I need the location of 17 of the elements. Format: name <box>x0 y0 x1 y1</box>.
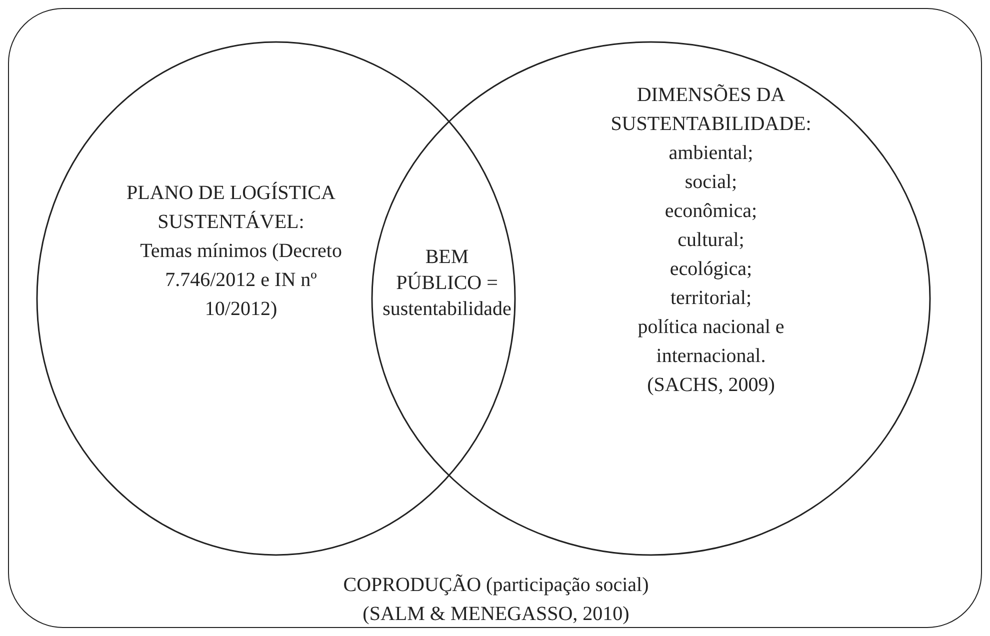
list-item: ambiental; <box>668 141 754 166</box>
rounded-frame <box>8 8 982 628</box>
frame-text: (SALM & MENEGASSO, 2010) <box>362 602 630 627</box>
circle-heading: PLANO DE LOGÍSTICA SUSTENTÁVEL: <box>126 180 336 235</box>
list-item: cultural; <box>676 228 746 253</box>
list-item: econômica; <box>664 199 758 224</box>
frame-text: COPRODUÇÃO (participação social) <box>342 573 650 598</box>
circle-heading: DIMENSÕES DA SUSTENTABILIDADE: <box>610 83 812 137</box>
venn-circle <box>36 41 516 556</box>
overlap-label: BEM PÚBLICO = sustentabilidade <box>382 245 512 322</box>
list-item: social; <box>684 170 738 195</box>
list-item: ecológica; <box>668 257 754 282</box>
list-item: (SACHS, 2009) <box>646 373 776 398</box>
list-item: territorial; <box>669 286 753 311</box>
circle-text: Temas mínimos (Decreto 7.746/2012 e IN nº 10/2012) <box>139 239 343 322</box>
list-item: política nacional e internacional. <box>636 315 786 369</box>
venn-circle <box>371 41 931 556</box>
